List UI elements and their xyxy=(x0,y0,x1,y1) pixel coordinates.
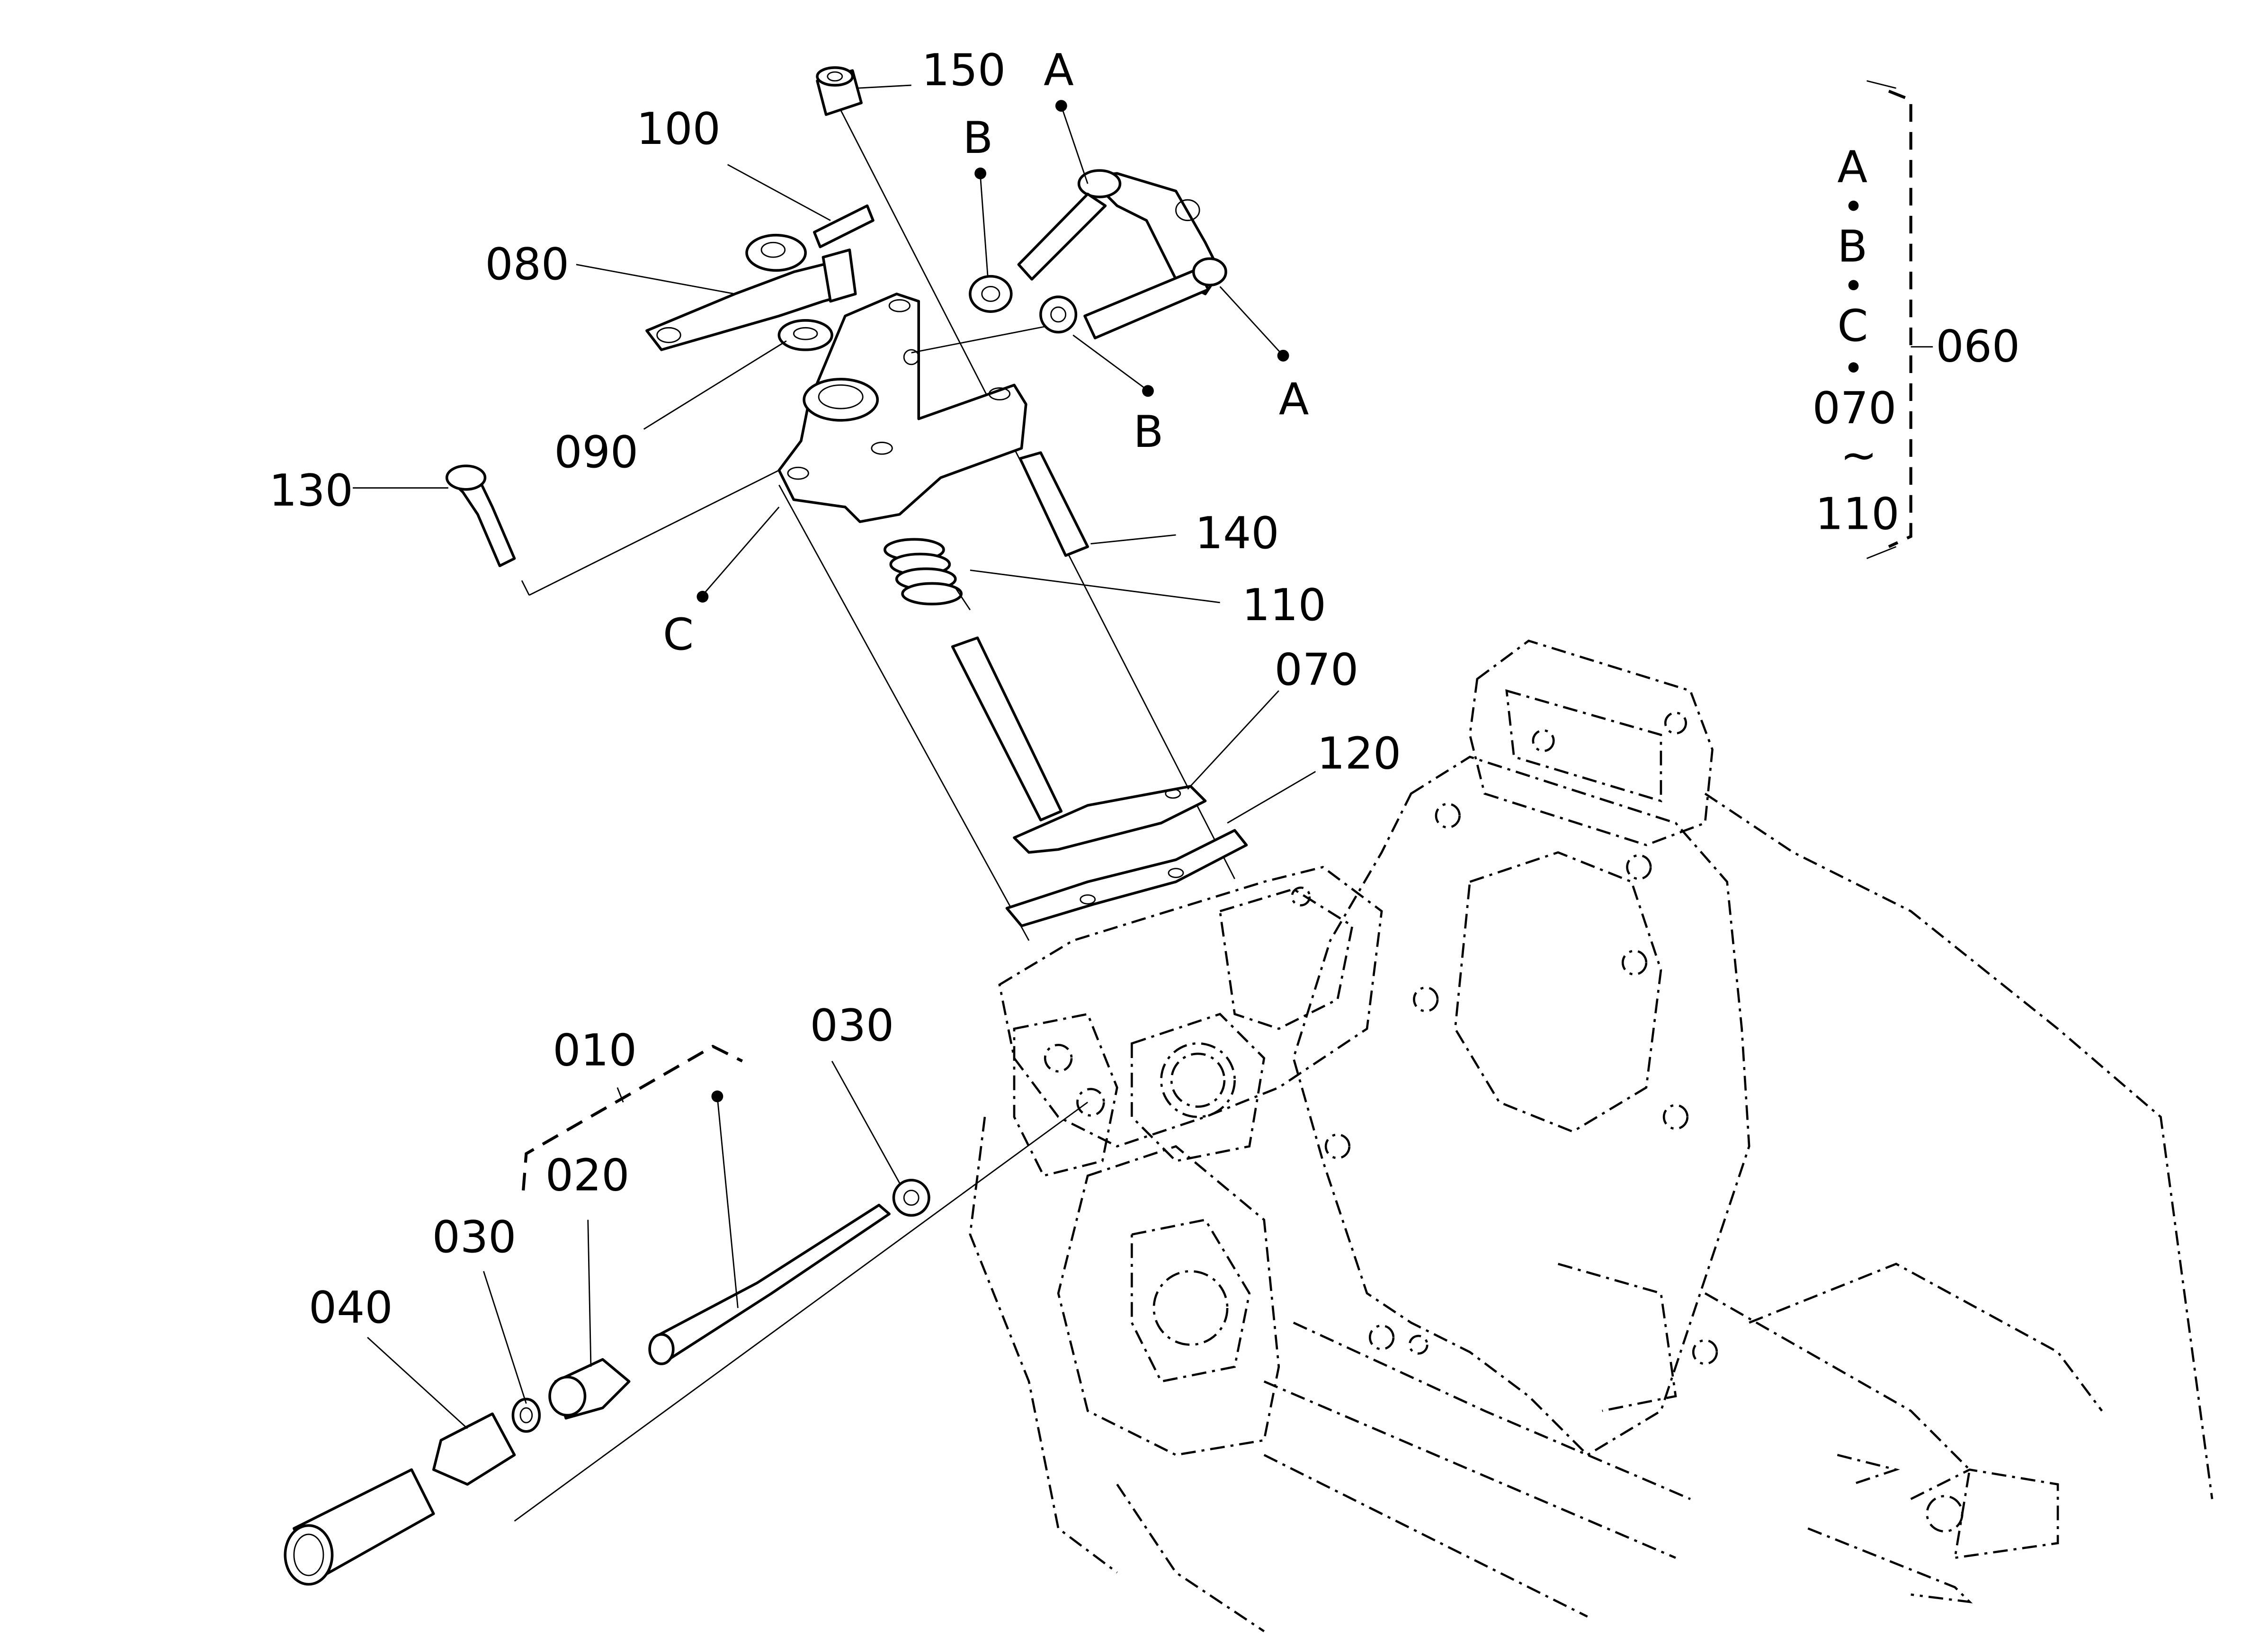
callout-030-upper: 030 xyxy=(810,1000,894,1051)
callout-030-lower: 030 xyxy=(432,1211,517,1263)
part-080-lever xyxy=(645,233,857,351)
part-150-cap-nut xyxy=(816,66,863,116)
callout-150: 150 xyxy=(921,44,1006,96)
leader-010 xyxy=(616,1087,624,1103)
part-140-stud xyxy=(1018,451,1089,557)
callout-100: 100 xyxy=(636,103,721,154)
group-member-b: B xyxy=(1837,221,1867,272)
part-lower-shaft-assembly xyxy=(284,1179,930,1586)
part-090-washer xyxy=(777,319,833,351)
reference-dots xyxy=(696,100,1859,1103)
callout-110: 110 xyxy=(1242,579,1326,631)
part-110-spring xyxy=(884,538,971,611)
bracket-060-bottom-tick xyxy=(1866,546,1897,559)
group-bracket-010 xyxy=(522,1044,743,1191)
group-label-060: 060 xyxy=(1936,321,2020,372)
ref-c-left: C xyxy=(663,609,694,660)
gear-case-housing xyxy=(969,639,2214,1632)
ref-a-top: A xyxy=(1044,44,1074,96)
part-b-spacers xyxy=(911,275,1078,354)
ref-a-right: A xyxy=(1279,374,1309,425)
part-060-bracket xyxy=(777,293,1027,523)
callout-020: 020 xyxy=(545,1150,630,1201)
group-member-c: C xyxy=(1837,300,1868,351)
ref-b-right: B xyxy=(1133,406,1163,457)
callout-leaders xyxy=(353,84,1316,1429)
callout-090: 090 xyxy=(554,427,638,478)
group-member-110: 110 xyxy=(1815,489,1900,540)
callout-120: 120 xyxy=(1317,728,1401,779)
group-bracket-060 xyxy=(1888,89,1912,548)
part-a-arm-bolts xyxy=(1017,169,1227,339)
ref-b-top: B xyxy=(963,112,993,163)
callout-010: 010 xyxy=(553,1025,637,1076)
callout-070: 070 xyxy=(1274,644,1358,695)
group-member-070: 070 xyxy=(1813,383,1897,434)
part-120-gasket xyxy=(1005,829,1248,927)
callout-040: 040 xyxy=(309,1282,393,1333)
bracket-060-top-tick xyxy=(1866,80,1896,89)
group-member-range: ~ xyxy=(1840,429,1877,480)
part-100-pin xyxy=(813,204,875,249)
callout-130: 130 xyxy=(269,465,353,516)
callout-140: 140 xyxy=(1195,507,1279,559)
group-member-a: A xyxy=(1837,142,1867,193)
callout-080: 080 xyxy=(485,239,569,290)
part-130-bolt xyxy=(445,464,516,568)
part-070-shaft-plate xyxy=(951,636,1207,854)
